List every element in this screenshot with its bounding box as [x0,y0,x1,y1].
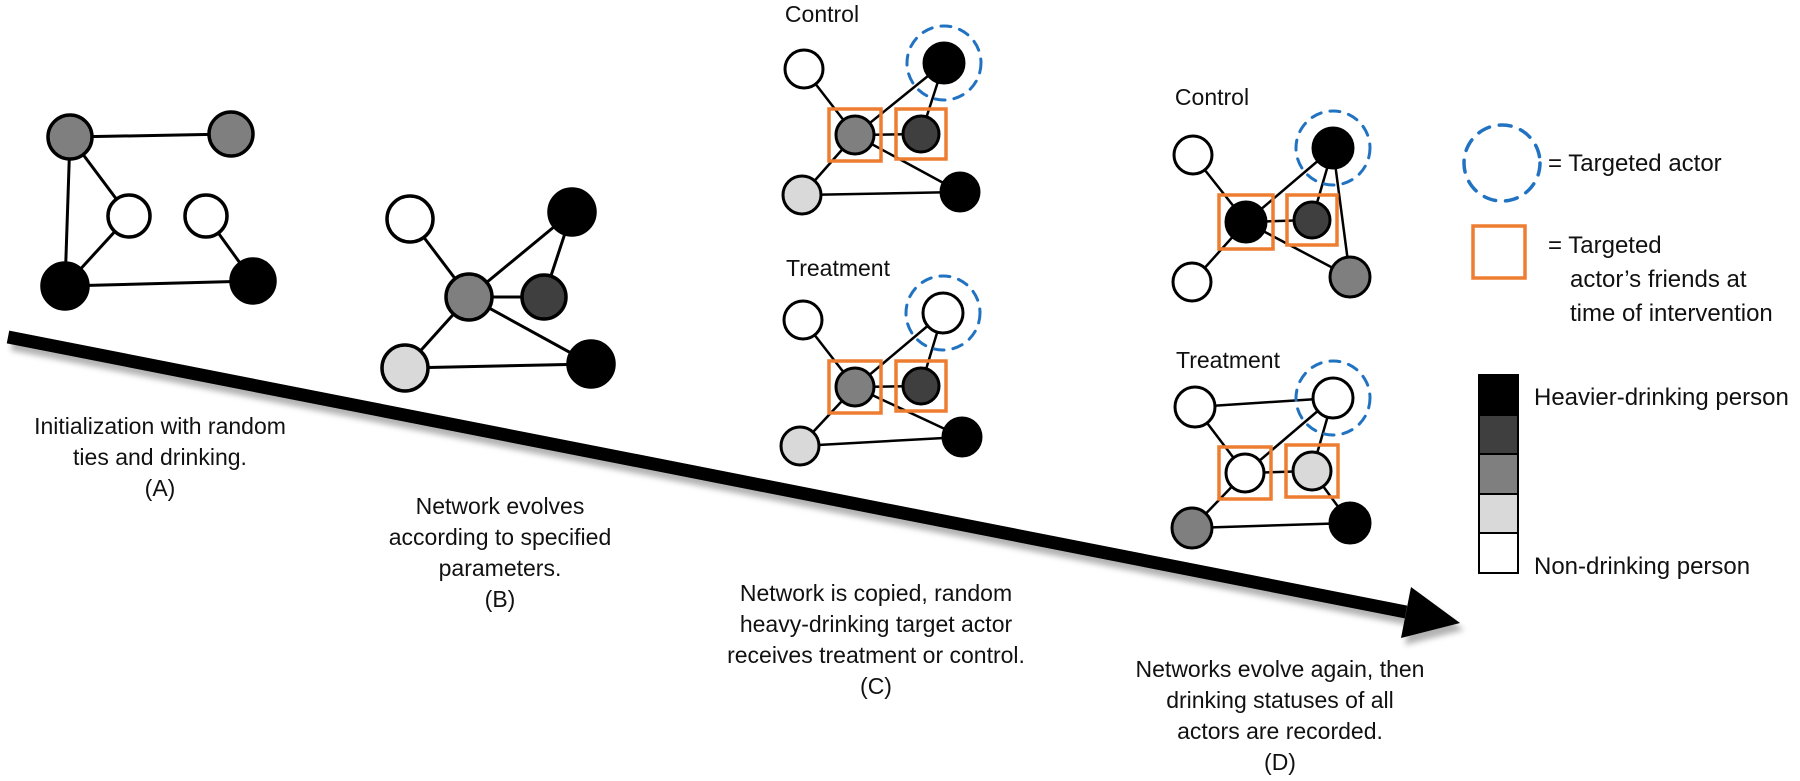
network-edge [1191,521,1351,530]
actor-node-white [106,193,152,239]
network-edge [63,136,72,287]
actor-node-black [1224,200,1268,244]
actor-node-black [566,339,616,389]
actor-node-light-gray [380,343,430,393]
stage-caption-b: Network evolves according to specified p… [388,493,612,612]
actor-node-white [1173,385,1217,429]
legend-targeted-circle-icon [1462,123,1542,203]
targeted-friend-box [827,107,883,163]
actor-node-gray [1170,506,1214,550]
targeted-friend-box [894,359,948,413]
actor-node-white [385,194,435,244]
actor-node-light-gray [781,174,823,216]
actor-node-black [922,41,966,85]
network-title-stage-c-treatment: Treatment [786,255,890,281]
network-edge [1194,396,1334,409]
network-edge [404,362,592,370]
actor-node-light-gray [779,425,821,467]
process-arrow-shaft [6,330,1408,619]
process-arrow [6,330,1460,638]
targeted-actor-ring [905,24,983,102]
scale-square-gray [1478,453,1519,495]
stage-caption-a: Initialization with random ties and drin… [34,413,286,501]
stage-caption-d: Networks evolve again, then drinking sta… [1135,656,1425,775]
legend-heavier-drinking-label: Heavier-drinking person [1534,384,1789,411]
actor-node-white [783,48,825,90]
actor-node-black [229,257,277,305]
actor-node-gray [444,272,494,322]
legend-targeted-friends-label: = Targeted actor’s friends at time of in… [1548,232,1773,327]
network-edge [1331,147,1352,278]
actor-node-dark-gray [901,114,941,154]
actor-node-black [1328,501,1372,545]
network-title-stage-c-control: Control [784,1,860,27]
actor-node-light-gray [1291,450,1333,492]
actor-node-gray [1328,255,1372,299]
network-edge [799,435,963,448]
targeted-friend-box [894,107,948,161]
scale-square-white [1478,532,1519,574]
actor-node-black [547,187,597,237]
actor-node-black [939,171,981,213]
actor-node-gray [834,366,876,408]
targeted-friend-box [1217,193,1275,251]
actor-node-gray [834,114,876,156]
actor-node-white [921,291,965,335]
targeted-friend-box [827,359,883,415]
network-edge [801,190,961,197]
network-edge [64,279,254,288]
actor-node-black [941,416,983,458]
actor-node-dark-gray [520,273,568,321]
targeted-actor-ring [1294,109,1372,187]
scale-square-black [1478,374,1519,416]
targeted-actor-ring [904,274,982,352]
process-arrowhead [1401,587,1460,638]
actor-node-dark-gray [1292,200,1332,240]
actor-node-gray [46,113,94,161]
actor-node-white [1224,452,1266,494]
actor-node-gray [207,110,255,158]
actor-node-white [1171,261,1213,303]
drinking-scale-bar [1478,374,1519,574]
targeted-friend-box [1284,443,1340,499]
actor-node-black [1311,126,1355,170]
scale-square-dark-gray [1478,413,1519,456]
stage-caption-c: Network is copied, random heavy-drinking… [727,580,1025,699]
targeted-friend-box [1285,193,1339,247]
network-title-stage-d-control: Control [1174,84,1250,110]
actor-node-white [183,193,229,239]
actor-node-dark-gray [901,366,941,406]
actor-node-black [40,261,90,311]
network-edge [69,132,232,139]
legend-targeted-actor-label: = Targeted actor [1548,150,1722,177]
legend-non-drinking-label: Non-drinking person [1534,553,1751,580]
actor-node-white [1172,134,1214,176]
targeted-friend-box [1217,445,1273,501]
legend-friend-box-icon [1471,224,1527,280]
scale-square-light-gray [1478,492,1519,535]
targeted-actor-ring [1294,359,1372,437]
actor-node-white [782,299,824,341]
actor-node-white [1311,376,1355,420]
network-title-stage-d-treatment: Treatment [1176,347,1280,373]
